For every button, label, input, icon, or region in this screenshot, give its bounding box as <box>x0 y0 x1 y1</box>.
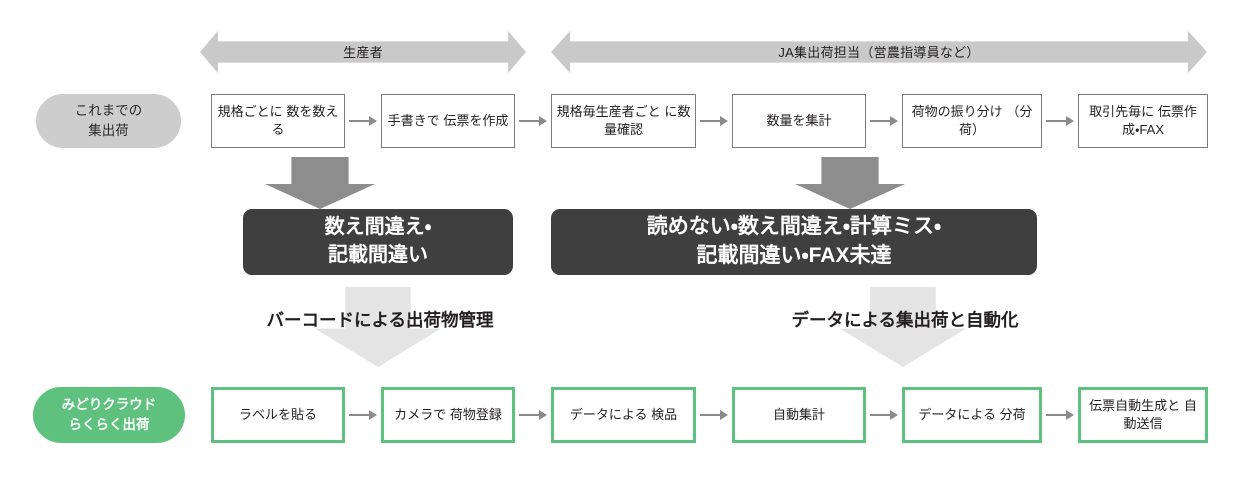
after-step-5-text: データによる 分荷 <box>914 406 1029 424</box>
after-step-3-text: データによる 検品 <box>566 406 681 424</box>
before-connector-2 <box>519 116 547 126</box>
after-step-1-text: ラベルを貼る <box>235 406 321 424</box>
before-step-1-line1: 規格ごとに <box>217 103 283 119</box>
before-step-3-line2: に数量確認 <box>603 103 691 137</box>
after-connector-1 <box>349 410 377 420</box>
before-step-5-line2: （分荷） <box>958 103 1033 137</box>
before-step-5-line1: 荷物の振り分け <box>911 103 1003 119</box>
before-step-1-text: 規格ごとに 数を数える <box>212 103 344 140</box>
after-connector-2-shaft <box>519 414 539 416</box>
row-label-after-line1: みどりクラウド <box>61 397 157 413</box>
after-step-2-text: カメラで 荷物登録 <box>390 406 506 424</box>
row-label-before-line1: これまでの <box>74 103 143 119</box>
before-step-3-text: 規格毎生産者ごと に数量確認 <box>552 103 695 140</box>
after-step-5: データによる 分荷 <box>902 387 1042 443</box>
before-step-4-text: 数量を集計 <box>762 112 835 130</box>
solution-caption-right-label: データによる集出荷と自動化 <box>791 309 1019 330</box>
before-step-3-line1: 規格毎生産者ごと <box>556 103 661 119</box>
after-connector-3-shaft <box>700 414 720 416</box>
before-step-6-line2: 伝票作成・FAX <box>1122 103 1197 137</box>
problem-banner-right-line2: 記載間違い・FAX未達 <box>696 244 892 267</box>
down-arrow-problems-left <box>265 157 375 209</box>
before-connector-3-shaft <box>700 120 720 122</box>
problem-banner-left: 数え間違え・ 記載間違い <box>243 209 513 275</box>
arrow-right-icon <box>890 410 898 420</box>
before-step-6-line1: 取引先毎に <box>1089 103 1155 119</box>
before-step-2-line1: 手書きで <box>387 112 440 128</box>
after-step-3-line1: データによる <box>569 406 648 422</box>
after-step-4-line1: 自動集計 <box>772 406 825 422</box>
before-connector-5-shaft <box>1046 120 1066 122</box>
after-connector-5-shaft <box>1046 414 1066 416</box>
before-connector-3 <box>700 116 728 126</box>
row-label-after: みどりクラウド らくらく出荷 <box>33 387 185 443</box>
role-bar-producer: 生産者 <box>200 30 526 74</box>
arrow-right-icon <box>720 410 728 420</box>
before-step-5-text: 荷物の振り分け （分荷） <box>903 103 1041 140</box>
before-step-6: 取引先毎に 伝票作成・FAX <box>1078 94 1208 148</box>
before-step-1: 規格ごとに 数を数える <box>211 94 345 148</box>
role-bar-producer-label: 生産者 <box>343 44 383 60</box>
solution-caption-left: バーコードによる出荷物管理 <box>218 306 542 332</box>
arrow-right-icon <box>539 410 547 420</box>
role-bar-ja-staff-label: JA集出荷担当（営農指導員など） <box>778 44 980 60</box>
before-step-2: 手書きで 伝票を作成 <box>381 94 515 148</box>
after-connector-5 <box>1046 410 1074 420</box>
after-step-1: ラベルを貼る <box>211 387 345 443</box>
after-connector-3 <box>700 410 728 420</box>
solution-caption-left-label: バーコードによる出荷物管理 <box>266 309 494 330</box>
after-step-6-line1: 伝票自動生成と <box>1089 397 1181 413</box>
after-step-5-line2: 分荷 <box>999 406 1026 422</box>
before-connector-4-shaft <box>870 120 890 122</box>
after-step-2: カメラで 荷物登録 <box>381 387 515 443</box>
arrow-right-icon <box>1066 410 1074 420</box>
before-connector-2-shaft <box>519 120 539 122</box>
after-step-5-line1: データによる <box>918 406 996 422</box>
arrow-right-icon <box>890 116 898 126</box>
after-step-4-text: 自動集計 <box>769 406 829 424</box>
arrow-right-icon <box>720 116 728 126</box>
problem-banner-right-line1: 読めない・数え間違え・計算ミス・ <box>646 215 942 239</box>
before-connector-1 <box>349 116 377 126</box>
before-step-4: 数量を集計 <box>732 94 866 148</box>
before-step-1-line2: 数を数える <box>271 103 339 137</box>
after-step-3-line2: 検品 <box>651 406 678 422</box>
after-step-3: データによる 検品 <box>551 387 696 443</box>
after-step-4: 自動集計 <box>732 387 866 443</box>
after-connector-2 <box>519 410 547 420</box>
before-step-6-text: 取引先毎に 伝票作成・FAX <box>1079 103 1207 140</box>
row-label-before: これまでの 集出荷 <box>36 94 181 148</box>
after-step-6-line2: 自動送信 <box>1123 397 1197 431</box>
before-step-3: 規格毎生産者ごと に数量確認 <box>551 94 696 148</box>
arrow-right-icon <box>539 116 547 126</box>
problem-banner-left-line2: 記載間違い <box>328 244 428 266</box>
after-connector-4-shaft <box>870 414 890 416</box>
row-label-before-line2: 集出荷 <box>88 123 129 138</box>
before-step-4-line1: 数量を集計 <box>766 112 832 128</box>
after-connector-1-shaft <box>349 414 369 416</box>
role-bar-ja-staff: JA集出荷担当（営農指導員など） <box>551 30 1207 74</box>
after-step-6: 伝票自動生成と 自動送信 <box>1078 387 1208 443</box>
arrow-right-icon <box>369 116 377 126</box>
before-connector-1-shaft <box>349 120 369 122</box>
after-step-6-text: 伝票自動生成と 自動送信 <box>1081 397 1205 434</box>
before-step-2-text: 手書きで 伝票を作成 <box>384 112 513 130</box>
arrow-right-icon <box>369 410 377 420</box>
after-step-1-line1: ラベルを貼る <box>238 406 317 422</box>
before-connector-4 <box>870 116 898 126</box>
after-step-2-line2: 荷物登録 <box>449 406 502 422</box>
row-label-after-line2: らくらく出荷 <box>68 417 150 432</box>
down-arrow-problems-right <box>795 157 905 209</box>
after-step-2-line1: カメラで <box>394 406 447 422</box>
arrow-right-icon <box>1066 116 1074 126</box>
solution-caption-right: データによる集出荷と自動化 <box>743 306 1067 332</box>
problem-banner-left-line1: 数え間違え・ <box>324 216 432 239</box>
before-connector-5 <box>1046 116 1074 126</box>
problem-banner-right: 読めない・数え間違え・計算ミス・ 記載間違い・FAX未達 <box>551 209 1037 275</box>
before-step-2-line2: 伝票を作成 <box>443 112 509 128</box>
after-connector-4 <box>870 410 898 420</box>
before-step-5: 荷物の振り分け （分荷） <box>902 94 1042 148</box>
